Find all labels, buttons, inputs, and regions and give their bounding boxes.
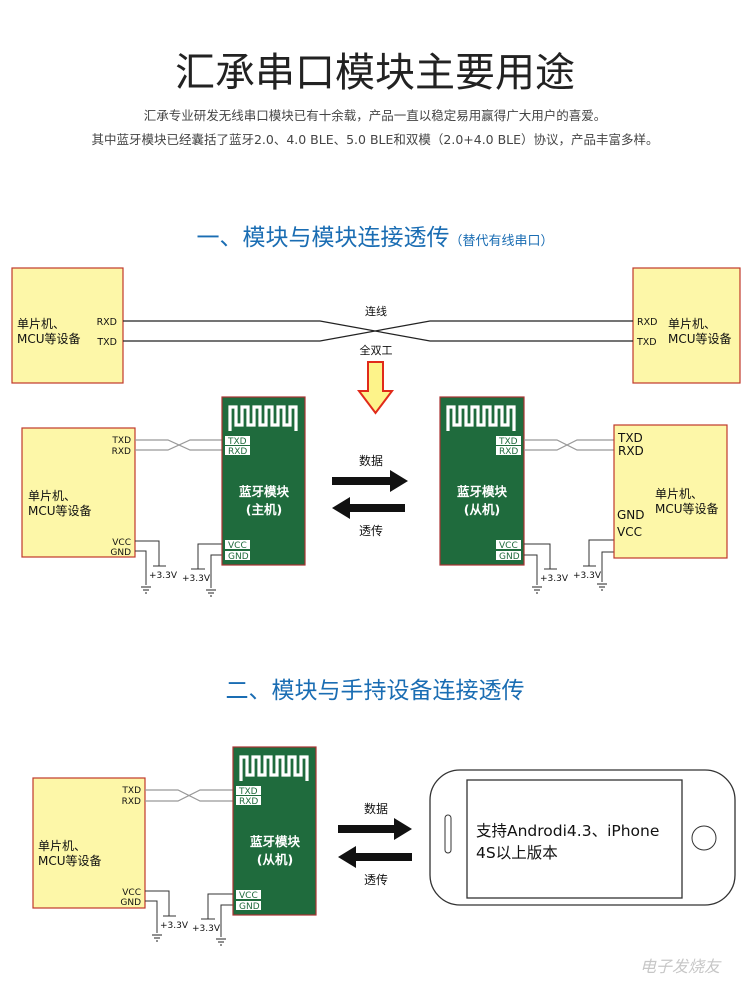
arrow-left-icon [338,846,412,868]
pin-txd: TXD [227,437,247,447]
voltage-label: +3.3V [573,571,602,581]
device-box-top-left: 单片机、 MCU等设备 RXD TXD [11,267,124,384]
pin-txd: TXD [121,786,141,796]
pin-txd: TXD [96,337,117,348]
pin-rxd: RXD [228,447,247,457]
bluetooth-module-slave: TXD RXD VCC GND 蓝牙模块 (从机) [439,396,525,566]
pin-txd: TXD [111,436,131,446]
wire-txd-rxd [123,320,633,342]
crossed-uart-wires [145,789,233,802]
device-label-2: MCU等设备 [17,332,81,346]
pin-vcc: VCC [112,538,131,548]
arrow-left-icon [332,497,405,519]
voltage-label: +3.3V [192,924,221,934]
pin-rxd: RXD [618,444,644,458]
section1-title: 一、模块与模块连接透传 [196,225,449,251]
phone-text-line-1: 支持Androdi4.3、iPhone [476,822,659,840]
voltage-label: +3.3V [149,571,178,581]
pin-gnd: GND [120,898,141,908]
pin-vcc: VCC [239,891,258,901]
smartphone: 支持Androdi4.3、iPhone 4S以上版本 [429,769,736,906]
phone-text-line-2: 4S以上版本 [476,844,558,862]
device-label-1: 单片机、 [668,317,716,331]
home-button-icon [691,825,717,851]
device-label-1: 单片机、 [38,839,86,853]
arrow-right-icon [338,818,412,840]
pin-rxd: RXD [97,317,117,328]
arrow-right-icon [332,470,408,492]
pin-gnd: GND [110,548,131,558]
antenna-icon [446,405,516,431]
device-box-mid-right: TXD RXD GND VCC 单片机、 MCU等设备 [613,424,728,559]
device-label-1: 单片机、 [28,489,76,503]
power-wires [524,539,614,585]
device-box-mid-left: 单片机、 MCU等设备 TXD RXD VCC GND [21,427,136,558]
voltage-label: +3.3V [160,921,189,931]
pin-vcc: VCC [122,888,141,898]
crossed-uart-wires [524,439,614,451]
crossed-uart-wires [135,439,222,451]
phone-screen [466,779,683,899]
module-role: (从机) [257,852,293,867]
device-box-bottom: 单片机、 MCU等设备 TXD RXD VCC GND [32,777,146,909]
bluetooth-module-master: TXD RXD VCC GND 蓝牙模块 (主机) [221,396,306,566]
pin-txd: TXD [636,337,657,348]
module-name: 蓝牙模块 [250,834,301,849]
pin-gnd: GND [228,552,249,562]
ground-icon [151,934,163,942]
voltage-label: +3.3V [182,574,211,584]
pin-txd: TXD [238,787,258,797]
pin-gnd: GND [239,902,260,912]
antenna-icon [239,755,309,781]
module-name: 蓝牙模块 [239,484,290,499]
full-duplex-label: 全双工 [360,343,393,357]
pin-gnd: GND [499,552,520,562]
data-label: 数据 [364,801,388,816]
passthrough-label: 透传 [359,523,383,538]
ground-icon [140,586,152,594]
device-label-1: 单片机、 [17,317,65,331]
down-arrow-icon [357,361,394,415]
pin-rxd: RXD [112,447,131,457]
watermark: 电子发烧友 [640,957,722,976]
module-role: (从机) [464,502,500,517]
module-name: 蓝牙模块 [457,484,508,499]
wire-label: 连线 [365,304,387,318]
pin-gnd: GND [617,508,645,522]
device-label-1: 单片机、 [655,487,703,501]
data-label: 数据 [359,453,383,468]
ground-icon [531,586,543,594]
voltage-label: +3.3V [540,574,569,584]
module-role: (主机) [246,502,282,517]
intro-line-2: 其中蓝牙模块已经囊括了蓝牙2.0、4.0 BLE、5.0 BLE和双模（2.0+… [91,132,658,147]
device-label-2: MCU等设备 [655,502,719,516]
pin-rxd: RXD [239,797,258,807]
passthrough-label: 透传 [364,872,388,887]
section1-heading: 一、模块与模块连接透传（替代有线串口） [196,225,553,251]
pin-txd: TXD [498,437,518,447]
pin-rxd: RXD [499,447,518,457]
power-wires [135,540,222,588]
ground-icon [215,938,227,946]
pin-rxd: RXD [122,797,141,807]
bluetooth-module-slave-2: TXD RXD VCC GND 蓝牙模块 (从机) [232,746,317,916]
ground-icon [205,589,217,597]
power-wires [145,890,233,937]
section1-subtitle: （替代有线串口） [449,234,553,249]
pin-rxd: RXD [637,317,657,328]
section2-heading: 二、模块与手持设备连接透传 [226,678,525,704]
speaker-icon [444,814,452,854]
pin-vcc: VCC [617,525,642,539]
pin-vcc: VCC [499,541,518,551]
device-label-2: MCU等设备 [668,332,732,346]
device-box-top-right: 单片机、 MCU等设备 RXD TXD [632,267,741,384]
antenna-icon [228,405,298,431]
pin-vcc: VCC [228,541,247,551]
pin-txd: TXD [617,431,643,445]
intro-line-1: 汇承专业研发无线串口模块已有十余载，产品一直以稳定易用赢得广大用户的喜爱。 [144,108,607,123]
device-label-2: MCU等设备 [38,854,102,868]
ground-icon [596,583,608,591]
page-title: 汇承串口模块主要用途 [175,50,575,96]
device-label-2: MCU等设备 [28,504,92,518]
